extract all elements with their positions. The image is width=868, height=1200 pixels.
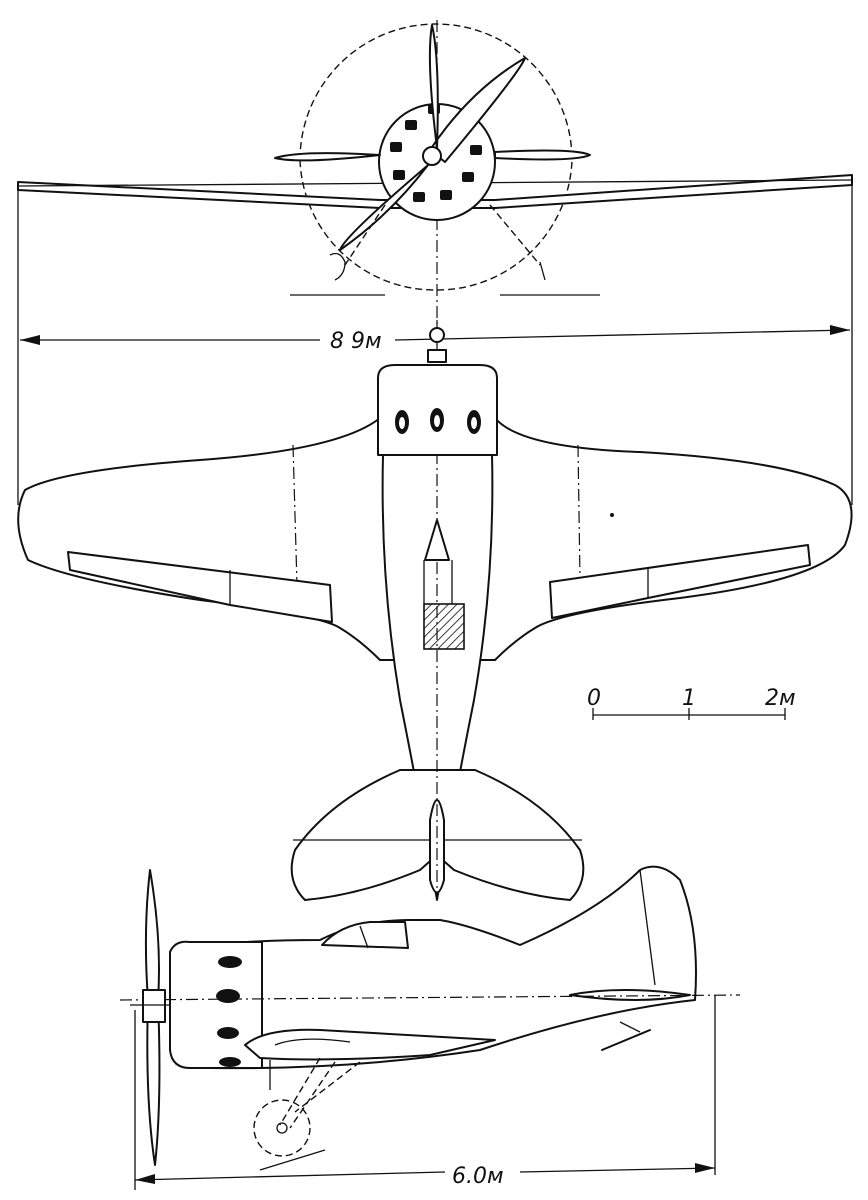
propeller-blade: [339, 154, 441, 251]
top-view: [17, 320, 853, 901]
wingspan-dimension: 8 9м: [20, 325, 851, 354]
left-aileron: [67, 551, 333, 623]
side-view-canopy: [321, 921, 409, 949]
right-aileron: [549, 544, 811, 619]
wingspan-label: 8 9м: [330, 329, 382, 354]
scale-tick-0: 0: [587, 686, 601, 711]
propeller-blade: [429, 57, 526, 163]
length-dimension: 6.0м: [134, 1149, 716, 1189]
scale-tick-1: 1: [682, 686, 696, 711]
length-label: 6.0м: [452, 1164, 504, 1189]
front-view: [17, 20, 853, 505]
scale-tick-2: 2м: [765, 686, 796, 711]
scale-bar: 0 1 2м: [587, 686, 796, 720]
side-view-wing: [244, 1028, 496, 1061]
side-view: [119, 865, 741, 1190]
side-view-cowling: [169, 940, 263, 1069]
cockpit-opening: [423, 603, 465, 650]
cockpit-canopy: [424, 519, 450, 561]
